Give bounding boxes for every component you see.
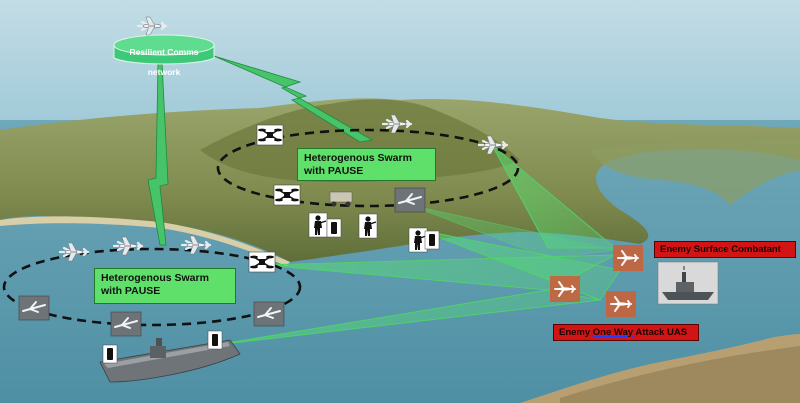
glider-drone-icon (253, 301, 285, 327)
infantry-soldier-icon (308, 212, 328, 238)
launcher-icon (102, 344, 118, 364)
enemy-uas-label-pre: Enemy (559, 327, 593, 338)
enemy-attack-drone-icon (605, 290, 637, 318)
coastal-swarm-ring (2, 247, 302, 327)
coastal-swarm-label: Heterogenous Swarm with PAUSE (94, 268, 236, 304)
comms-hub-label: Resilient Comms network (129, 47, 199, 77)
enemy-assets (549, 244, 719, 318)
launcher-icon (326, 218, 342, 238)
far-coast (590, 139, 800, 206)
mountain-swarm-assets (256, 113, 509, 253)
quadcopter-drone-icon (273, 184, 301, 206)
infantry-soldier-icon (408, 227, 428, 253)
island-bottom-right-ridge (560, 346, 800, 403)
enemy-attack-drone-icon (549, 275, 581, 303)
amphibious-assault-ship-icon (99, 330, 241, 383)
enemy-warship-icon (657, 261, 719, 305)
comms-beams (214, 144, 621, 346)
glider-drone-icon (110, 311, 142, 337)
enemy-surface-combatant-label: Enemy Surface Combatant (654, 241, 796, 258)
glider-drone-icon (18, 295, 50, 321)
enemy-uas-label-post: Attack UAS (633, 327, 688, 338)
link-hub-to-coastal (147, 61, 169, 246)
enemy-uas-label-underlined: One Way (592, 327, 634, 338)
beach (0, 216, 290, 266)
quadcopter-drone-icon (248, 251, 276, 273)
quadcopter-drone-icon (256, 124, 284, 146)
launcher-icon (424, 230, 440, 250)
launcher-icon (207, 330, 223, 350)
mountain-swarm-label: Heterogenous Swarm with PAUSE (297, 148, 436, 181)
glider-drone-icon (394, 187, 426, 213)
comms-links (147, 55, 374, 246)
enemy-attack-uas-label: Enemy One Way Attack UAS (553, 324, 699, 341)
beam-glider-to-enemy (409, 204, 616, 259)
mountain-swarm-ring (216, 128, 520, 208)
comms-hub (113, 15, 215, 65)
infantry-soldier-icon (358, 213, 378, 239)
link-hub-to-mountain (213, 55, 374, 143)
enemy-attack-drone-icon (612, 244, 644, 272)
ground-robot-icon (329, 191, 353, 207)
